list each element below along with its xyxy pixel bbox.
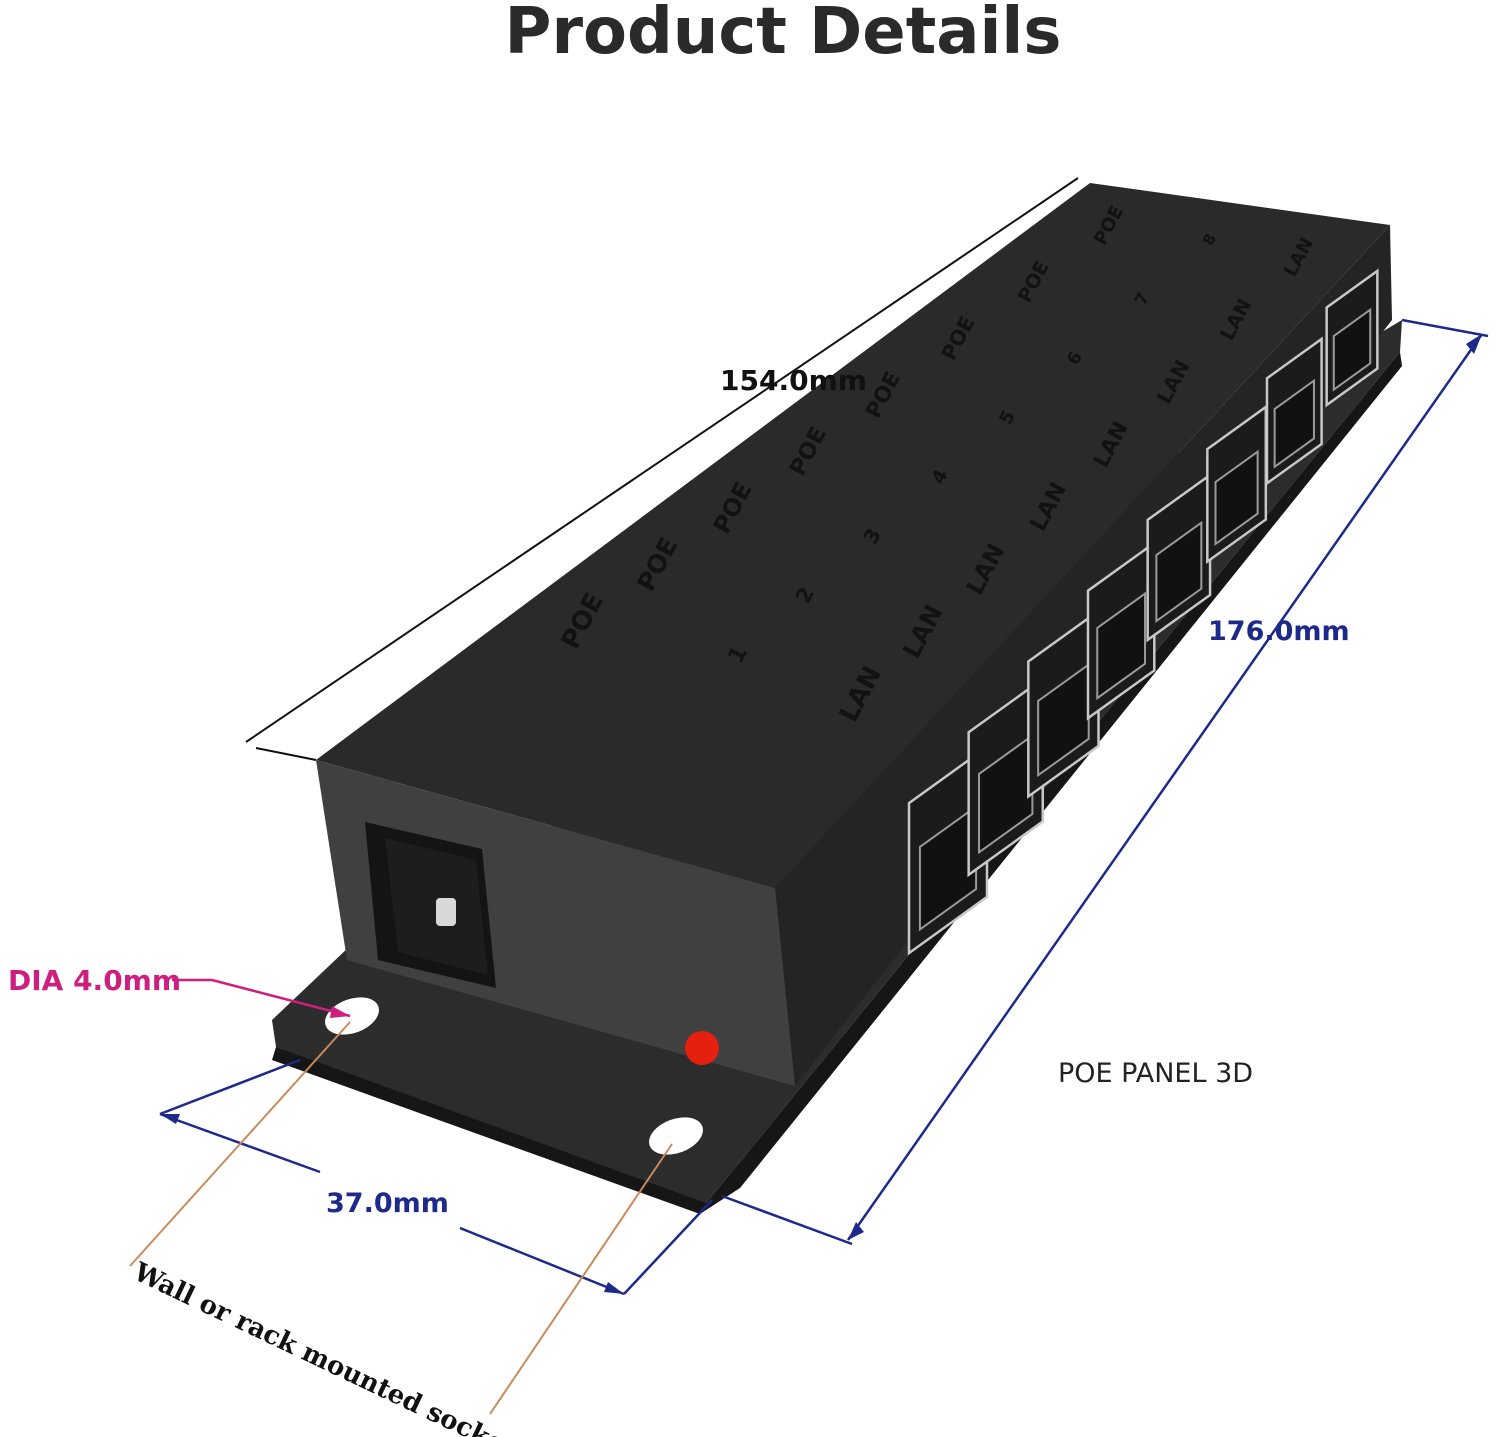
rj45-port xyxy=(1027,608,1100,799)
rj45-port xyxy=(1206,404,1268,565)
rj45-port xyxy=(967,676,1045,878)
rj45-port xyxy=(1265,336,1323,486)
dimension-width xyxy=(721,318,1489,1246)
rj45-port xyxy=(1325,268,1379,408)
dimension-hole-label: DIA 4.0mm xyxy=(8,964,181,997)
dimension-depth-label: 37.0mm xyxy=(326,1188,449,1219)
caption-poe-panel-3d: POE PANEL 3D xyxy=(1058,1058,1253,1089)
mount-note: Wall or rack mounted socket xyxy=(128,1257,520,1437)
rj45-port xyxy=(1146,472,1212,643)
top-face xyxy=(316,183,1390,888)
rj45-ports xyxy=(907,268,1379,956)
rj45-port xyxy=(1086,540,1156,721)
mount-leaders xyxy=(129,1021,673,1415)
mounting-hole-left xyxy=(325,997,379,1035)
dimension-length xyxy=(245,177,1079,761)
mounting-hole-right xyxy=(649,1117,703,1155)
dimension-width-label: 176.0mm xyxy=(1208,616,1350,647)
page-title: Product Details xyxy=(504,0,1062,69)
dimension-length-label: 154.0mm xyxy=(720,364,867,397)
dimension-hole xyxy=(172,978,351,1018)
led-indicator xyxy=(685,1031,719,1065)
dc-power-jack xyxy=(365,822,496,988)
